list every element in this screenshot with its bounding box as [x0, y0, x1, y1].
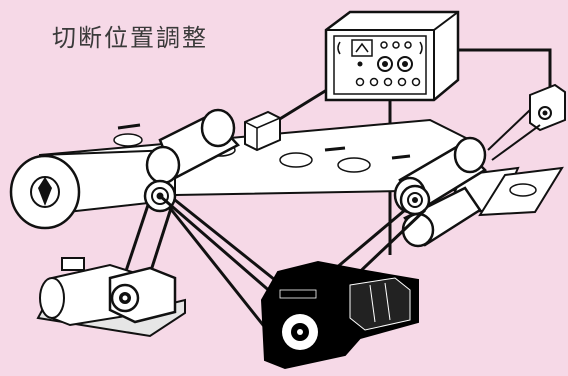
- wire-panel-to-mark-sensor: [455, 48, 552, 95]
- web-hole: [337, 157, 371, 173]
- left-roller: [145, 108, 241, 185]
- roll-hub-icon: [38, 177, 52, 206]
- web-hole: [113, 133, 143, 147]
- cut-mark: [324, 146, 346, 152]
- right-pulley: [399, 184, 431, 216]
- belt-servo-left-a: [159, 194, 281, 302]
- cut-mark: [391, 154, 411, 160]
- material-roll: [9, 148, 176, 230]
- cut-mark: [117, 123, 141, 130]
- belt-servo-diag: [168, 207, 277, 341]
- meter-icon: [351, 39, 373, 57]
- feed-motor: [36, 257, 186, 338]
- mark-sensor: [487, 83, 566, 161]
- right-roller-bottom: [401, 186, 482, 248]
- web-hole: [279, 152, 313, 168]
- control-panel: [324, 10, 460, 102]
- cutter-servo-motor: [260, 260, 419, 370]
- diagram-title: 切断位置調整: [52, 24, 208, 52]
- position-sensor: [244, 110, 281, 152]
